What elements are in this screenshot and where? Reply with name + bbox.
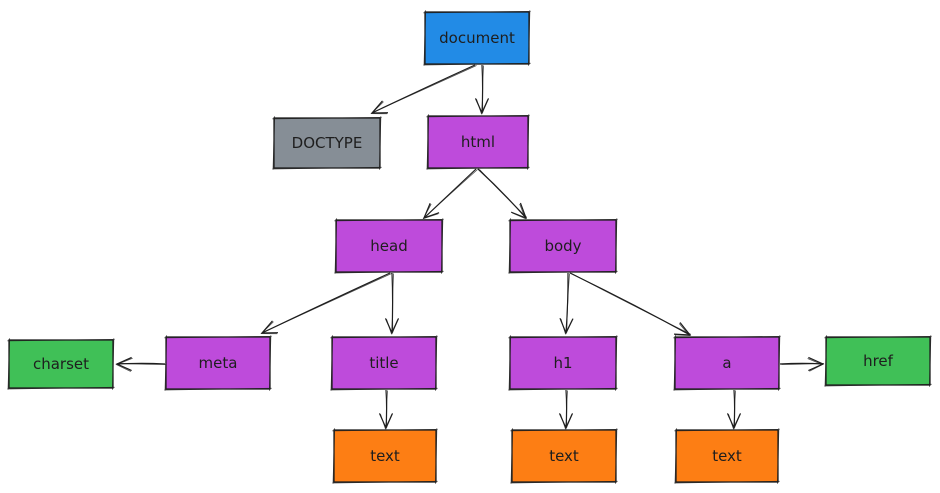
node-html: html [426, 114, 530, 170]
node-label-text-title: text [370, 447, 400, 465]
node-label-h1: h1 [553, 354, 572, 372]
node-label-html: html [461, 133, 495, 151]
node-label-href: href [863, 352, 894, 370]
node-body: body [508, 218, 618, 274]
edge-body-to-h1 [559, 272, 574, 335]
edge-a-to-text-a [726, 389, 742, 430]
node-head: head [334, 218, 444, 274]
edge-document-to-doctype [370, 64, 477, 115]
node-outline-title [330, 335, 438, 391]
node-label-title: title [369, 354, 398, 372]
node-outline-text-title [332, 428, 438, 484]
edge-meta-to-charset [115, 356, 167, 372]
node-label-body: body [544, 237, 581, 255]
node-outline-a [673, 335, 781, 391]
edges-layer [115, 64, 825, 430]
edge-html-to-head [422, 168, 478, 220]
node-outline-href [824, 335, 932, 387]
edge-h1-to-text-h1 [558, 389, 574, 430]
edge-title-to-text-title [378, 389, 394, 430]
node-doctype: DOCTYPE [272, 116, 382, 170]
node-meta: meta [164, 335, 272, 391]
node-label-meta: meta [199, 354, 238, 372]
edge-html-to-body [477, 168, 528, 220]
node-outline-h1 [508, 335, 618, 391]
node-label-head: head [370, 237, 407, 255]
edge-head-to-title [384, 272, 400, 335]
edge-document-to-html [474, 64, 490, 115]
node-outline-head [334, 218, 444, 274]
node-box-charset [8, 339, 114, 389]
node-outline-meta [164, 335, 272, 391]
node-label-a: a [722, 354, 731, 372]
node-label-document: document [439, 29, 515, 47]
node-outline-doctype [272, 116, 382, 170]
node-box-title [331, 336, 437, 390]
node-box-text-title [333, 429, 437, 483]
node-outline-text-h1 [510, 428, 618, 484]
node-label-charset: charset [33, 355, 89, 373]
node-text-h1: text [510, 428, 618, 484]
node-label-text-a: text [712, 447, 742, 465]
node-h1: h1 [508, 335, 618, 391]
node-outline-html [426, 114, 530, 170]
node-outline-body [508, 218, 618, 274]
node-outline-charset [7, 338, 115, 390]
node-label-text-h1: text [549, 447, 579, 465]
node-charset: charset [7, 338, 115, 390]
node-outline-document [423, 10, 531, 66]
node-document: document [423, 10, 531, 66]
node-box-html [427, 115, 529, 169]
edge-body-to-a [569, 272, 692, 337]
node-text-title: text [332, 428, 438, 484]
node-href: href [824, 335, 932, 387]
node-text-a: text [674, 428, 780, 484]
edge-a-to-href [779, 356, 825, 372]
node-outline-text-a [674, 428, 780, 484]
node-box-doctype [273, 117, 381, 169]
node-title: title [330, 335, 438, 391]
node-a: a [673, 335, 781, 391]
node-box-body [509, 219, 617, 273]
node-label-doctype: DOCTYPE [292, 134, 363, 152]
edge-head-to-meta [260, 272, 392, 335]
